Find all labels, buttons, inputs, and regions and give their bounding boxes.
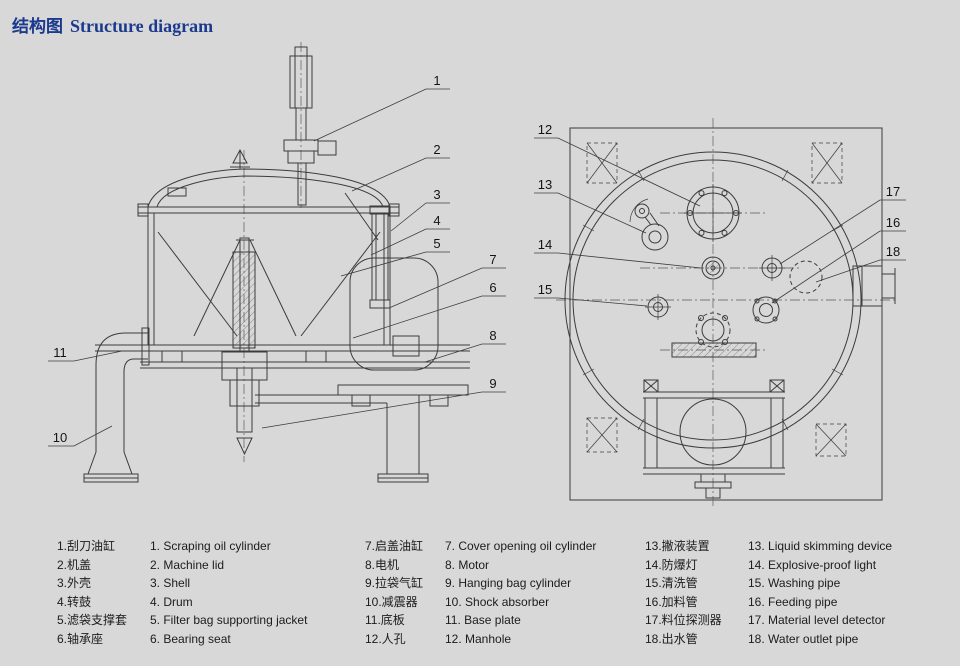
legend-item: 13.撇液装置 (645, 539, 710, 553)
legend-item: 2.机盖 (57, 557, 92, 572)
legend-item: 7.启盖油缸 (365, 539, 424, 553)
legend-item: 4. Drum (150, 594, 193, 609)
top-view-callout-numbers: 12 13 14 15 17 16 18 (538, 122, 900, 297)
callout-number: 4 (433, 213, 440, 228)
legend-item: 16. Feeding pipe (748, 594, 838, 609)
legend: 1.刮刀油缸 2.机盖 3.外壳 4.转鼓 5.滤袋支撑套 6.轴承座 1. S… (0, 537, 960, 661)
bearing-seat (221, 351, 268, 456)
callout-number: 1 (433, 73, 440, 88)
legend-item: 5. Filter bag supporting jacket (150, 613, 308, 628)
callout-number: 12 (538, 122, 552, 137)
callout-number: 9 (489, 376, 496, 391)
bottom-pipe (255, 394, 429, 483)
callout-number: 5 (433, 236, 440, 251)
mounting-pads (586, 142, 847, 457)
base-plate (95, 344, 470, 369)
manhole (684, 184, 742, 242)
legend-item: 5.滤袋支撑套 (57, 613, 128, 628)
water-outlet-pipe (789, 260, 896, 307)
legend-col-3-english: 13. Liquid skimming device 14. Explosive… (748, 537, 892, 649)
legend-item: 7. Cover opening oil cylinder (445, 539, 597, 553)
shaft-flange (660, 312, 768, 358)
legend-col-3-chinese: 13.撇液装置 14.防爆灯 15.清洗管 16.加料管 17.料位探测器 18… (645, 537, 722, 649)
legend-item: 4.转鼓 (57, 594, 92, 609)
legend-item: 9. Hanging bag cylinder (445, 576, 572, 591)
legend-item: 3. Shell (150, 576, 191, 591)
legend-col-1-english: 1. Scraping oil cylinder 2. Machine lid … (150, 537, 307, 649)
bottom-support-frame (643, 379, 785, 499)
legend-item: 6.轴承座 (57, 631, 104, 646)
top-view-callout-leaders (534, 137, 906, 307)
legend-item: 8. Motor (445, 557, 490, 572)
material-level-detector (759, 255, 785, 281)
callout-number: 8 (489, 328, 496, 343)
motor (337, 257, 469, 407)
drum (157, 231, 381, 353)
legend-item: 14.防爆灯 (645, 557, 698, 572)
callout-number: 2 (433, 142, 440, 157)
page-title-chinese: 结构图 (12, 17, 63, 36)
callout-number: 17 (886, 184, 900, 199)
callout-number: 11 (53, 345, 67, 360)
callout-number: 7 (489, 252, 496, 267)
structure-diagram-canvas: 1 2 3 4 5 7 6 8 9 11 10 (48, 42, 906, 506)
legend-item: 18. Water outlet pipe (748, 631, 859, 646)
side-view-callout-numbers: 1 2 3 4 5 7 6 8 9 11 10 (53, 73, 497, 445)
legend-item: 1. Scraping oil cylinder (150, 539, 271, 553)
callout-number: 18 (886, 244, 900, 259)
legend-item: 12.人孔 (365, 631, 406, 646)
left-outlet-pipe (83, 327, 150, 483)
callout-number: 15 (538, 282, 552, 297)
legend-item: 9.拉袋气缸 (365, 576, 424, 591)
legend-item: 10. Shock absorber (445, 594, 550, 609)
legend-item: 15. Washing pipe (748, 576, 841, 591)
page-title: 结构图 Structure diagram (12, 12, 213, 37)
callout-number: 16 (886, 215, 900, 230)
legend-item: 13. Liquid skimming device (748, 539, 893, 553)
legend-item: 14. Explosive-proof light (748, 557, 877, 572)
legend-item: 18.出水管 (645, 631, 698, 646)
legend-col-1-chinese: 1.刮刀油缸 2.机盖 3.外壳 4.转鼓 5.滤袋支撑套 6.轴承座 (57, 537, 127, 649)
legend-item: 12. Manhole (445, 631, 512, 646)
legend-item: 17.料位探测器 (645, 613, 722, 628)
scraping-oil-cylinder (283, 46, 337, 206)
legend-item: 11. Base plate (445, 613, 521, 628)
feeding-pipe (752, 296, 780, 324)
legend-col-2-chinese: 7.启盖油缸 8.电机 9.拉袋气缸 10.减震器 11.底板 12.人孔 (365, 537, 423, 649)
legend-item: 15.清洗管 (645, 576, 698, 591)
legend-item: 17. Material level detector (748, 613, 886, 628)
shell (147, 213, 391, 345)
callout-number: 10 (53, 430, 67, 445)
page-title-english: Structure diagram (70, 16, 214, 36)
legend-item: 6. Bearing seat (150, 631, 231, 646)
legend-item: 8.电机 (365, 557, 400, 572)
callout-number: 3 (433, 187, 440, 202)
legend-item: 11.底板 (365, 613, 405, 628)
legend-item: 16.加料管 (645, 594, 698, 609)
cover-opening-cylinder (369, 205, 391, 309)
legend-item: 2. Machine lid (150, 557, 225, 572)
top-view-drawing (556, 118, 896, 506)
side-view-drawing (83, 42, 470, 483)
side-view-callout-leaders (48, 88, 506, 447)
legend-col-2-english: 7. Cover opening oil cylinder 8. Motor 9… (445, 537, 596, 649)
callout-number: 6 (489, 280, 496, 295)
legend-item: 3.外壳 (57, 576, 92, 591)
legend-item: 1.刮刀油缸 (57, 539, 116, 553)
callout-number: 14 (538, 237, 552, 252)
machine-lid (137, 148, 400, 241)
washing-pipe (645, 294, 671, 320)
liquid-skimming-device (629, 198, 669, 251)
legend-item: 10.减震器 (365, 594, 418, 609)
callout-number: 13 (538, 177, 552, 192)
explosive-proof-light (701, 256, 725, 280)
